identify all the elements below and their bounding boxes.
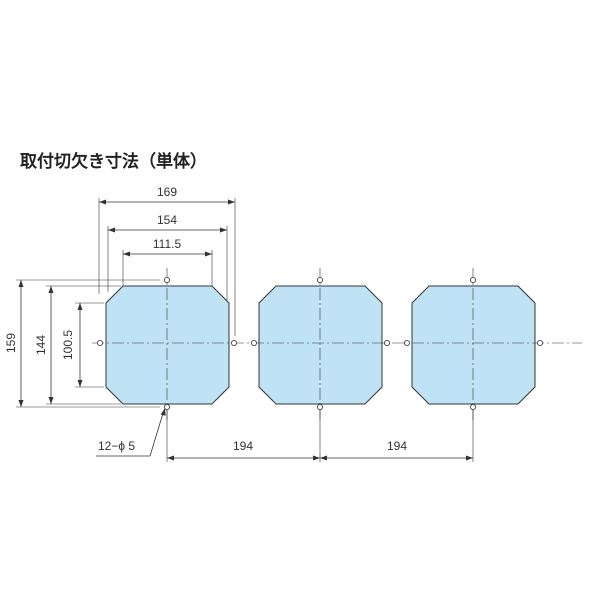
dimension-label-100-5: 100.5 <box>61 330 75 360</box>
mounting-hole <box>469 276 476 283</box>
dimension-pitch-1: 194 <box>166 410 321 462</box>
dimension-111-5: 111.5 <box>122 237 213 286</box>
mounting-hole <box>403 339 410 346</box>
mounting-holes <box>97 276 544 410</box>
dimension-159: 159 <box>4 279 160 408</box>
dimension-pitch-2: 194 <box>320 410 474 462</box>
page-title: 取付切欠き寸法（単体） <box>20 152 207 172</box>
mounting-hole <box>163 276 170 283</box>
mounting-hole <box>383 339 390 346</box>
holes-callout: 12−ϕ 5 <box>96 408 166 457</box>
cutout-panel-3 <box>411 285 536 405</box>
mounting-hole <box>469 403 476 410</box>
cutout-panel-2 <box>258 285 383 405</box>
dimension-label-194-left: 194 <box>233 439 253 453</box>
dimension-label-154: 154 <box>157 213 177 227</box>
mounting-hole <box>316 403 323 410</box>
mounting-hole <box>537 339 544 346</box>
dimension-label-144: 144 <box>34 335 48 355</box>
dimension-100-5: 100.5 <box>61 302 104 388</box>
dimension-label-111-5: 111.5 <box>153 237 182 251</box>
dimension-label-194-right: 194 <box>387 439 407 453</box>
dimension-label-159: 159 <box>4 333 18 353</box>
dimension-169: 169 <box>98 185 236 336</box>
holes-note: 12−ϕ 5 <box>98 439 135 453</box>
cutout-panel-1 <box>105 285 230 405</box>
dimension-144: 144 <box>34 285 121 405</box>
mounting-hole <box>163 403 170 410</box>
dimension-154: 154 <box>107 213 228 301</box>
mounting-hole <box>97 339 104 346</box>
mounting-hole <box>316 276 323 283</box>
mounting-hole <box>250 339 257 346</box>
dimension-label-169: 169 <box>157 185 177 199</box>
mounting-hole <box>230 339 237 346</box>
